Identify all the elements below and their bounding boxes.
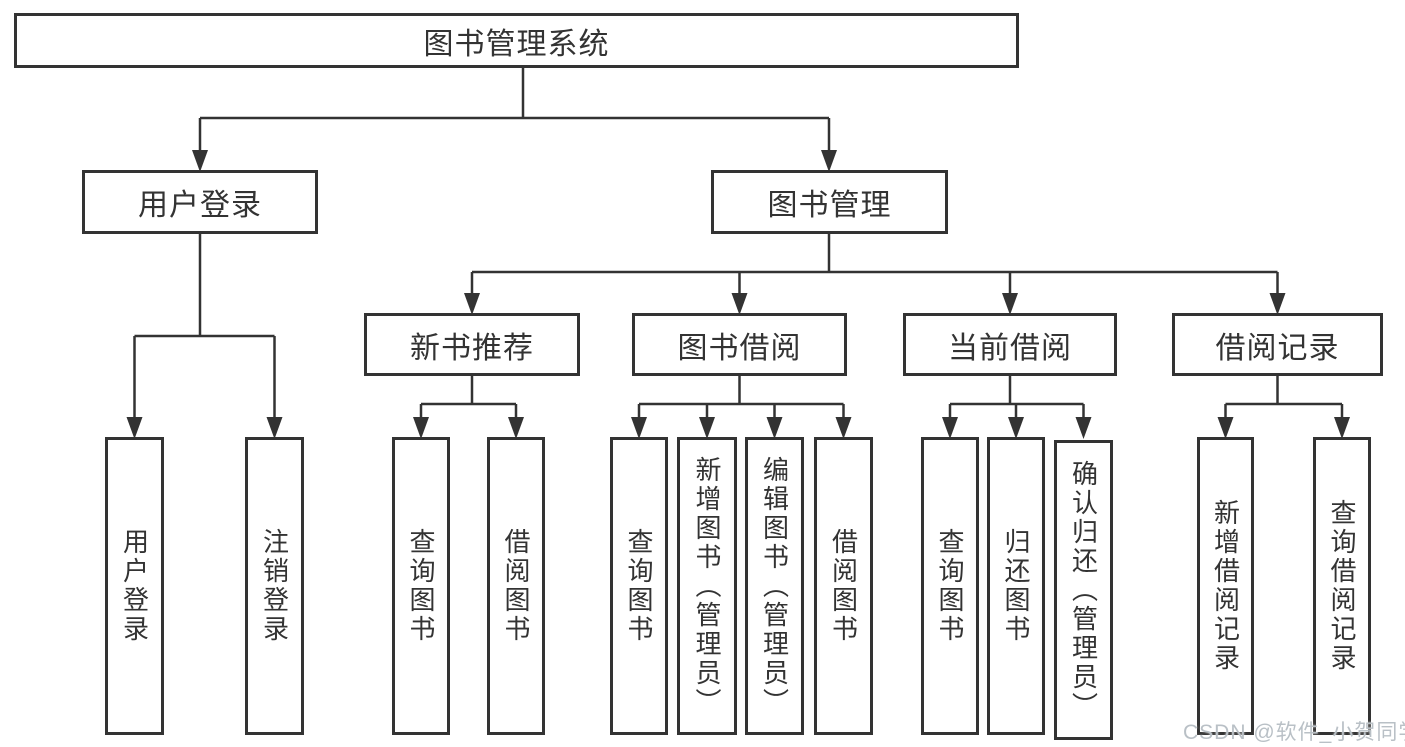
node-book-borrowing: 图书借阅 [632,313,847,376]
node-book-management: 图书管理 [711,170,948,234]
leaf-return-books: 归还图书 [987,437,1045,735]
leaf-query-books-borrowing: 查询图书 [610,437,668,735]
leaf-add-books-admin: 新增图书（管理员） [677,437,737,735]
watermark: CSDN @软件_小贺同学 [1183,721,1405,744]
leaf-query-borrow-record: 查询借阅记录 [1313,437,1371,735]
leaf-borrow-books-borrowing: 借阅图书 [814,437,873,735]
leaf-logout-login: 注销登录 [245,437,304,735]
leaf-borrow-books-newbook: 借阅图书 [487,437,545,735]
arrowhead-icons [126,150,1350,439]
node-borrowing-records: 借阅记录 [1172,313,1383,376]
leaf-add-borrow-record: 新增借阅记录 [1197,437,1254,735]
node-current-borrowing: 当前借阅 [903,313,1117,376]
leaf-confirm-return-admin: 确认归还（管理员） [1054,440,1113,740]
node-new-book-recommendation: 新书推荐 [364,313,580,376]
leaf-user-login: 用户登录 [105,437,164,735]
leaf-edit-books-admin: 编辑图书（管理员） [745,437,804,735]
node-root: 图书管理系统 [14,13,1019,68]
leaf-query-books-newbook: 查询图书 [392,437,450,735]
leaf-query-books-current: 查询图书 [921,437,979,735]
node-user-login: 用户登录 [82,170,318,234]
